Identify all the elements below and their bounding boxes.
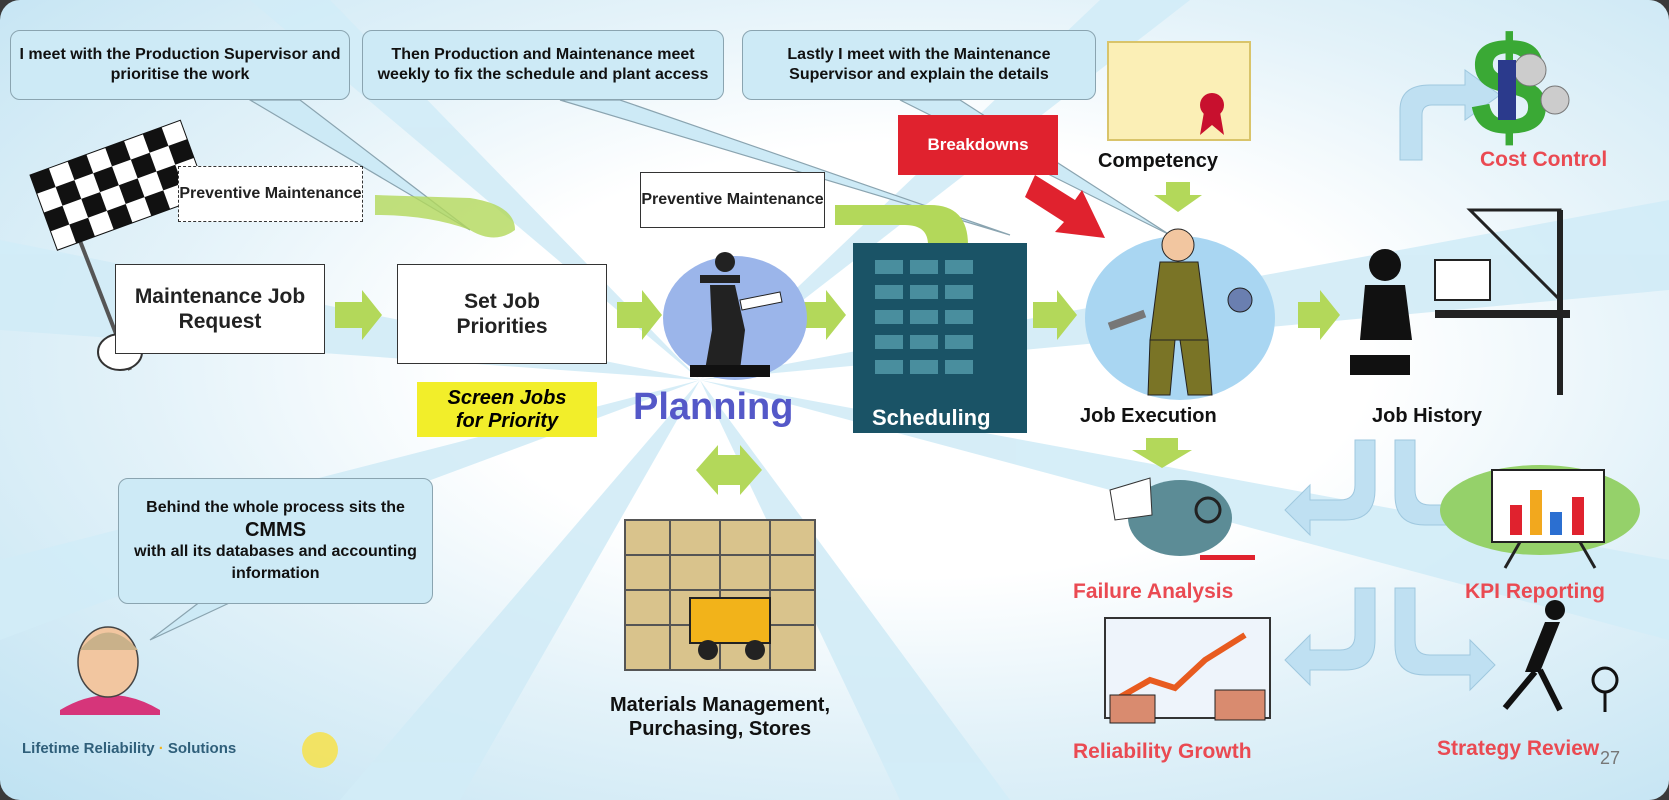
footer-right-text: Solutions [167, 740, 237, 757]
materials-line-1: Materials Management, [609, 694, 831, 716]
arrow-planning-to-scheduling [801, 290, 846, 340]
planning-figure-icon [663, 252, 807, 380]
runner-icon [1502, 600, 1619, 712]
callout-cmms: Behind the whole process sits the CMMS w… [118, 478, 433, 604]
arrow-to-strategy [1394, 587, 1496, 692]
page-number: 27 [1600, 748, 1621, 768]
arrow-execution-to-history [1298, 290, 1340, 340]
set-job-priorities-box: Set Job Priorities [397, 264, 607, 364]
arrow-request-to-priorities [335, 290, 382, 340]
solutions-logo-icon [302, 732, 338, 768]
callout-production-supervisor: I meet with the Production Supervisor an… [10, 30, 350, 100]
scheduling-panel-icon [853, 243, 1027, 433]
reliability-growth-label: Reliability Growth [1073, 740, 1252, 763]
arrow-to-failure-analysis [1284, 439, 1376, 537]
arrow-pm-to-priorities [375, 195, 515, 238]
warehouse-forklift-icon [624, 519, 816, 671]
callout-maintenance-supervisor: Lastly I meet with the Maintenance Super… [742, 30, 1096, 100]
dollar-gears-icon: $ [1470, 8, 1570, 165]
arrow-priorities-to-planning [617, 290, 662, 340]
failure-analysis-label: Failure Analysis [1073, 580, 1234, 603]
maintenance-job-request-box: Maintenance Job Request [115, 264, 325, 354]
materials-line-2: Purchasing, Stores [628, 718, 812, 740]
footer-left-text: Lifetime Reliability [22, 740, 155, 757]
arrow-competency-down [1154, 182, 1202, 212]
job-execution-label: Job Execution [1080, 405, 1217, 427]
person-icon [60, 626, 160, 715]
callout-weekly-meeting: Then Production and Maintenance meet wee… [362, 30, 724, 100]
competency-label: Competency [1098, 150, 1219, 172]
preventive-maintenance-box-2: Preventive Maintenance [640, 172, 825, 228]
scheduling-label: Scheduling [872, 405, 991, 430]
arrow-to-cost-control [1399, 69, 1501, 161]
growth-chart-icon [1104, 617, 1271, 724]
blue-curved-arrows [1284, 69, 1501, 692]
materials-label: Materials Management, Purchasing, Stores [570, 693, 870, 741]
checkered-flag-icon [29, 119, 209, 371]
kpi-chart-icon [1440, 465, 1640, 569]
arrow-to-reliability-growth [1284, 587, 1376, 687]
job-history-label: Job History [1372, 405, 1483, 427]
worker-icon [1085, 228, 1275, 400]
certificate-icon [1107, 41, 1251, 141]
strategy-review-label: Strategy Review [1437, 737, 1600, 760]
screen-jobs-box: Screen Jobs for Priority [417, 382, 597, 437]
footer-brand: Lifetime Reliability · Solutions [22, 740, 236, 757]
cmms-big: CMMS [244, 519, 307, 541]
arrow-materials-updown [696, 445, 762, 495]
kpi-reporting-label: KPI Reporting [1465, 580, 1605, 603]
failure-analysis-icon [1109, 477, 1255, 560]
breakdown-arrow [1025, 175, 1105, 238]
preventive-maintenance-box-1: Preventive Maintenance [178, 166, 363, 222]
planning-label: Planning [633, 386, 794, 428]
arrow-execution-down [1132, 438, 1192, 468]
footer-dot: · [158, 740, 168, 757]
cmms-line-1: Behind the whole process sits the [146, 499, 405, 516]
desk-history-icon [1350, 208, 1570, 395]
breakdowns-box: Breakdowns [898, 115, 1058, 175]
cost-control-label: Cost Control [1480, 148, 1608, 171]
cmms-line-2: with all its databases and accounting in… [134, 543, 417, 582]
arrow-scheduling-to-execution [1033, 290, 1077, 340]
